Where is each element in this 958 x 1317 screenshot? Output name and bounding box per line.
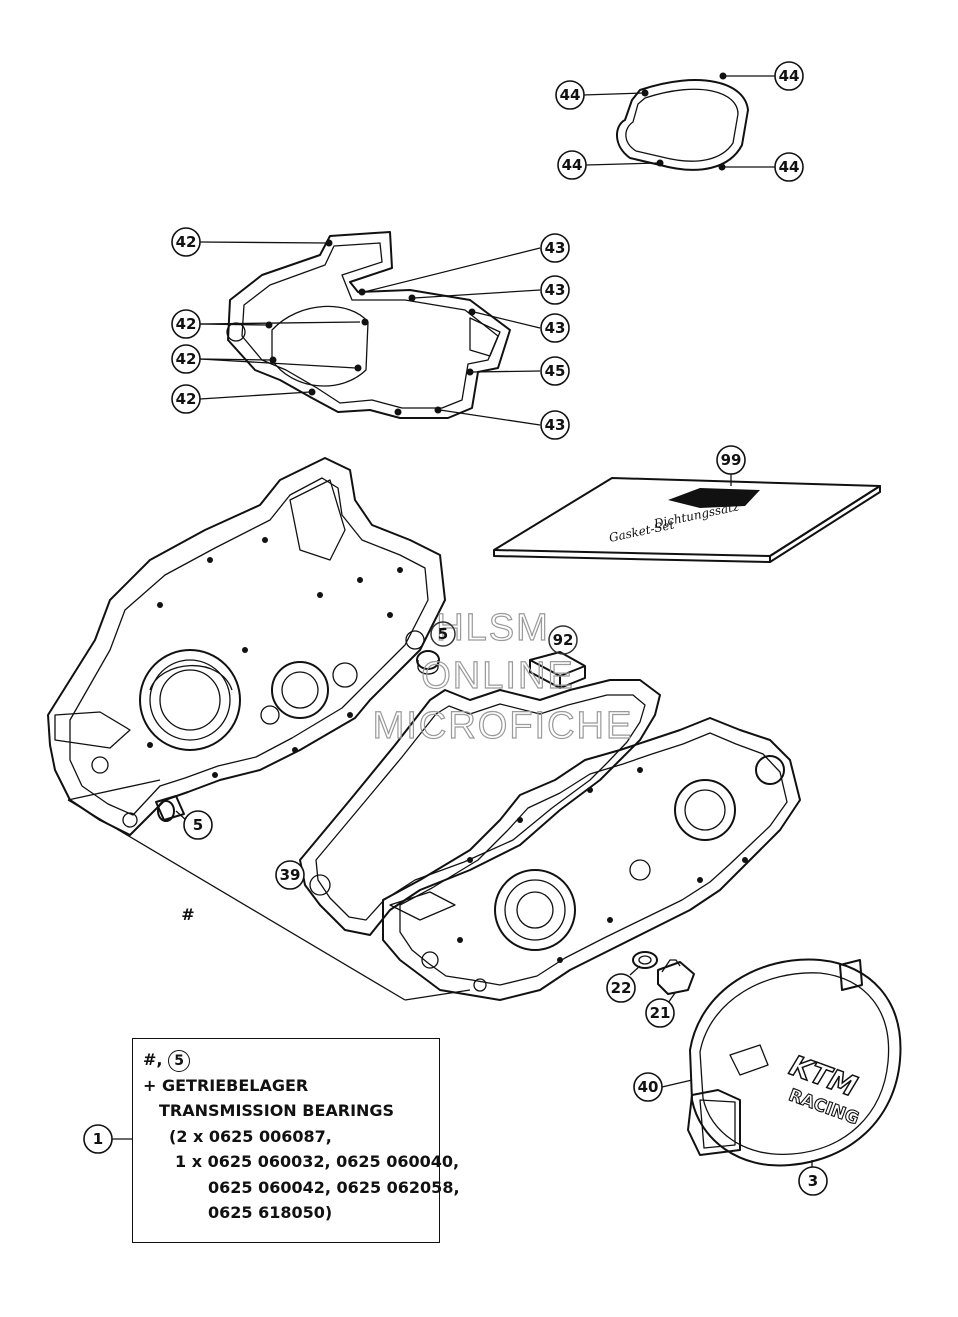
callout-42-1: 42	[171, 227, 201, 257]
svg-text:40: 40	[638, 1078, 659, 1096]
svg-text:5: 5	[193, 816, 203, 834]
svg-text:43: 43	[545, 416, 566, 434]
callout-42-4: 42	[171, 384, 201, 414]
callout-42-2: 42	[171, 309, 201, 339]
callout-44-bottom-right: 44	[774, 152, 804, 182]
callout-42-3: 42	[171, 344, 201, 374]
svg-text:22: 22	[611, 979, 632, 997]
callout-43-1: 43	[540, 233, 570, 263]
center-gasket	[299, 679, 661, 936]
svg-text:45: 45	[545, 362, 566, 380]
callout-43-4: 43	[540, 410, 570, 440]
legend-hash-prefix: #,	[143, 1050, 163, 1069]
legend-line-5: 0625 060042, 0625 062058,	[208, 1177, 460, 1197]
legend-line-2: TRANSMISSION BEARINGS	[159, 1101, 395, 1120]
svg-text:43: 43	[545, 281, 566, 299]
callout-5-upper: 5	[430, 621, 456, 647]
svg-text:43: 43	[545, 319, 566, 337]
svg-text:21: 21	[650, 1004, 671, 1022]
bearing-sleeve-lower	[155, 795, 185, 822]
watermark-line3: MICROFICHE	[373, 705, 634, 747]
legend-line-6: 0625 618050)	[208, 1203, 333, 1222]
callout-22: 22	[606, 973, 636, 1003]
callout-40: 40	[633, 1072, 663, 1102]
legend-circled-number: 5	[168, 1049, 191, 1072]
svg-text:44: 44	[779, 67, 800, 85]
callout-92: 92	[548, 625, 578, 655]
bearing-sleeve-upper	[416, 650, 440, 675]
callout-3: 3	[798, 1166, 828, 1196]
right-crankcase-half	[382, 717, 801, 1001]
ignition-cover-gasket	[616, 72, 749, 171]
svg-text:99: 99	[721, 451, 742, 469]
callout-45: 45	[540, 356, 570, 386]
callout-21: 21	[645, 998, 675, 1028]
callout-44-bottom-left: 44	[557, 150, 587, 180]
sealing-washer	[632, 951, 658, 969]
gasket-kit-package: Dichtungssatz Gasket-Set	[493, 477, 881, 563]
svg-text:44: 44	[560, 86, 581, 104]
watermark-line1: HLSM	[436, 607, 550, 649]
callout-39: 39	[275, 860, 305, 890]
svg-text:42: 42	[176, 350, 197, 368]
callout-44-top-right: 44	[774, 61, 804, 91]
watermark: HLSM ONLINE MICROFICHE	[372, 606, 634, 747]
drain-plug	[657, 959, 695, 995]
left-crankcase-half	[47, 457, 446, 836]
svg-text:44: 44	[779, 158, 800, 176]
callout-99: 99	[716, 445, 746, 475]
legend-line-1: + GETRIEBELAGER	[143, 1075, 309, 1095]
callout-43-2: 43	[540, 275, 570, 305]
callout-1: 1	[83, 1124, 113, 1154]
legend-line-4: 1 x 0625 060032, 0625 060040,	[175, 1152, 460, 1171]
dowel-block	[529, 651, 586, 689]
bracket-hash-label: #	[181, 905, 194, 924]
legend-line-3: (2 x 0625 006087,	[169, 1126, 332, 1146]
legend-header: #, 5	[143, 1047, 429, 1073]
svg-text:42: 42	[176, 233, 197, 251]
svg-text:39: 39	[280, 866, 301, 884]
legend-box: #, 5 + GETRIEBELAGER TRANSMISSION BEARIN…	[132, 1038, 460, 1243]
callout-5-lower: 5	[183, 810, 213, 840]
svg-text:42: 42	[176, 390, 197, 408]
svg-text:92: 92	[553, 631, 574, 649]
svg-text:1: 1	[93, 1130, 103, 1148]
svg-text:43: 43	[545, 239, 566, 257]
ignition-cover: KTM RACING	[687, 958, 902, 1167]
svg-text:42: 42	[176, 315, 197, 333]
svg-text:44: 44	[562, 156, 583, 174]
callout-43-3: 43	[540, 313, 570, 343]
svg-text:3: 3	[808, 1172, 818, 1190]
svg-text:5: 5	[438, 625, 448, 643]
watermark-line2: ONLINE	[421, 655, 574, 697]
crankcase-gasket	[226, 231, 511, 419]
callout-44-top-left: 44	[555, 80, 585, 110]
kit-label-line2: Gasket-Set	[608, 517, 676, 545]
